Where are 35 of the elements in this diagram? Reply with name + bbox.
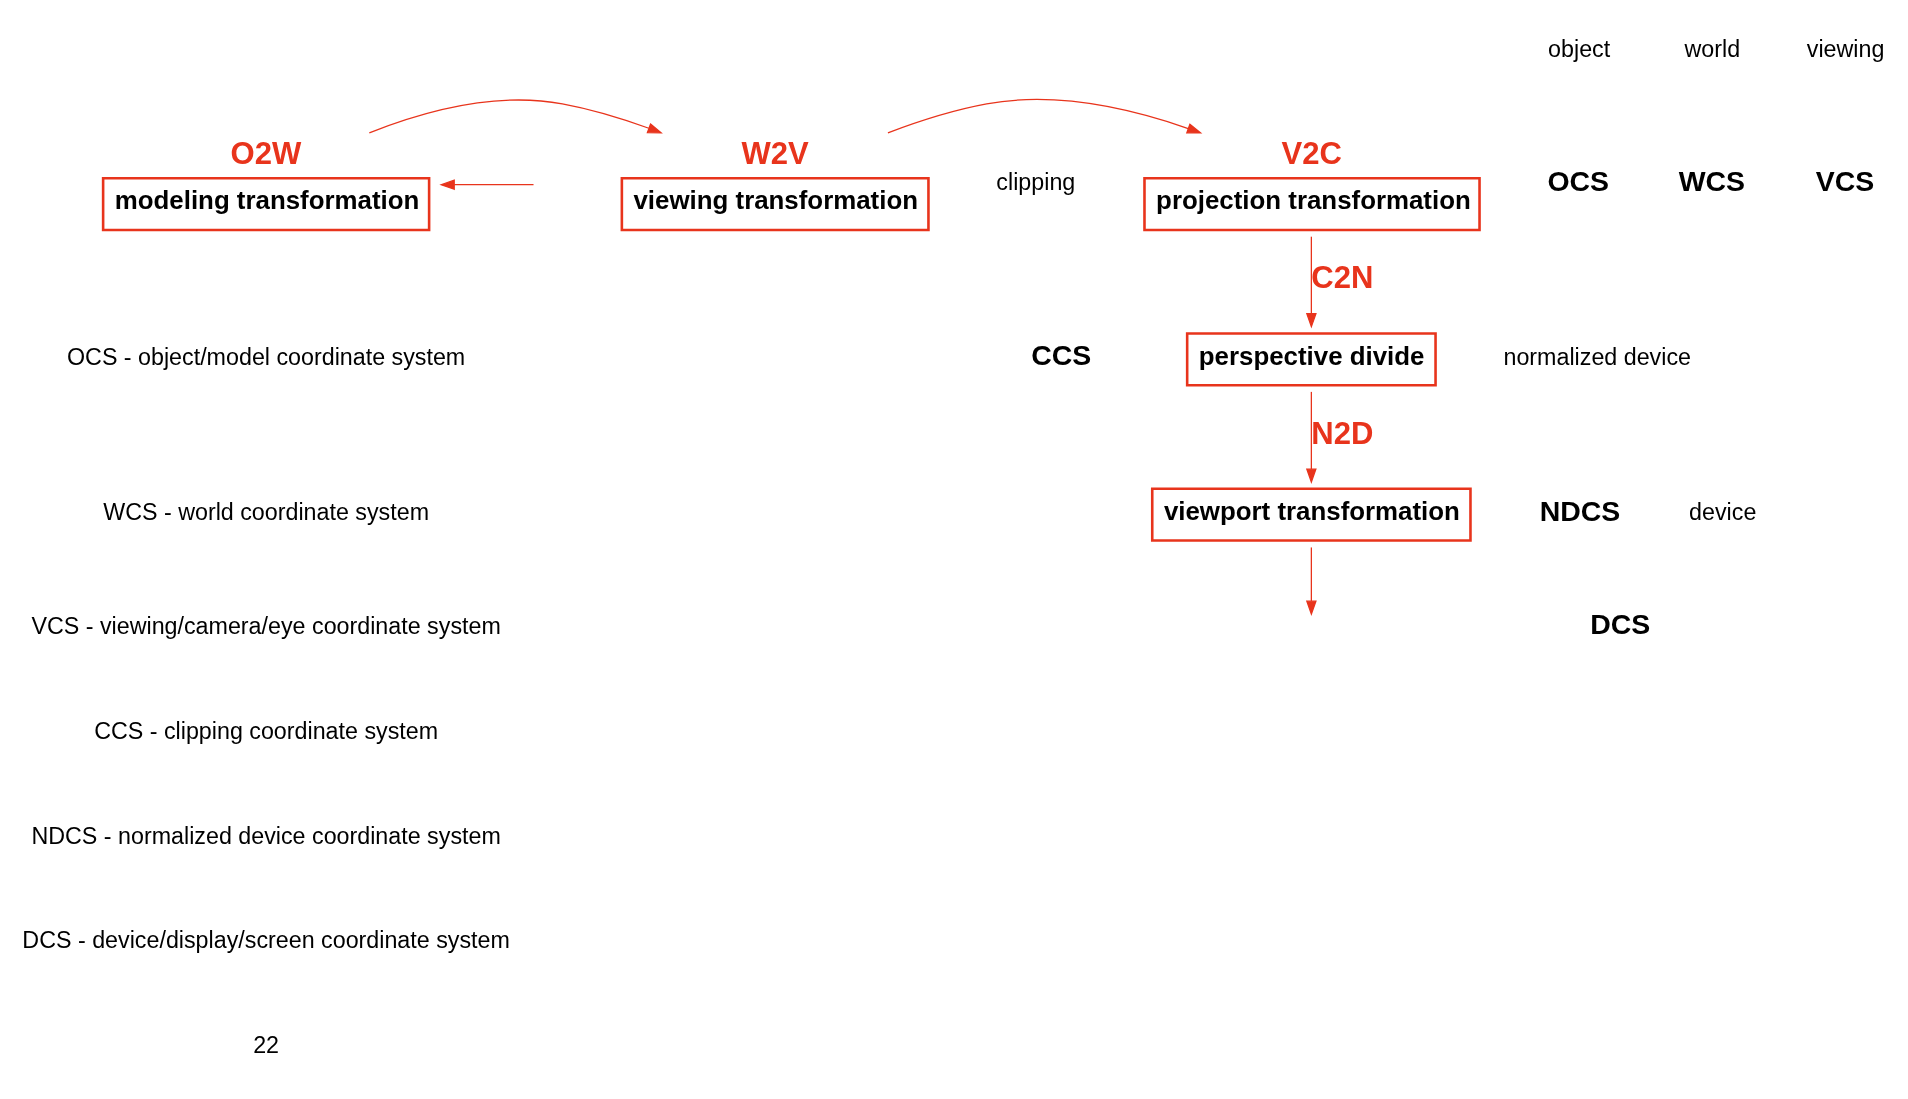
arrow	[1305, 546, 1317, 617]
label: DCS	[1590, 608, 1651, 641]
arrow	[1305, 391, 1317, 484]
label: device	[1689, 499, 1757, 526]
label: normalized device	[1503, 344, 1692, 371]
label: NDCS	[1539, 494, 1621, 527]
label: CCS	[1031, 339, 1092, 372]
label: clipping	[996, 169, 1076, 196]
arrow	[439, 179, 535, 191]
node-label: W2V	[741, 136, 809, 172]
label: WCS	[1678, 164, 1746, 197]
arrow	[1305, 236, 1317, 329]
arrow	[368, 99, 663, 134]
edge-label: N2D	[1311, 415, 1374, 451]
node-box: viewing transformation	[620, 176, 930, 232]
label: VCS - viewing/camera/eye coordinate system	[31, 613, 501, 640]
node-box: projection transformation	[1143, 176, 1481, 232]
node-label: O2W	[230, 136, 302, 172]
label: VCS	[1815, 164, 1875, 197]
label: viewing	[1806, 36, 1885, 63]
node-box: modeling transformation	[101, 176, 431, 232]
node-box: perspective divide	[1185, 332, 1437, 387]
label: 22	[253, 1032, 280, 1059]
arrow	[887, 98, 1203, 134]
label: DCS - device/display/screen coordinate system	[22, 927, 510, 954]
label: object	[1548, 36, 1611, 63]
label: WCS - world coordinate system	[103, 499, 430, 526]
edge-label: C2N	[1311, 260, 1374, 296]
label: OCS	[1547, 164, 1610, 197]
label: OCS - object/model coordinate system	[66, 344, 466, 371]
node-box: viewport transformation	[1150, 487, 1472, 542]
label: CCS - clipping coordinate system	[94, 717, 439, 744]
label: world	[1684, 36, 1741, 63]
label: NDCS - normalized device coordinate system	[31, 822, 501, 849]
node-label: V2C	[1281, 136, 1342, 172]
